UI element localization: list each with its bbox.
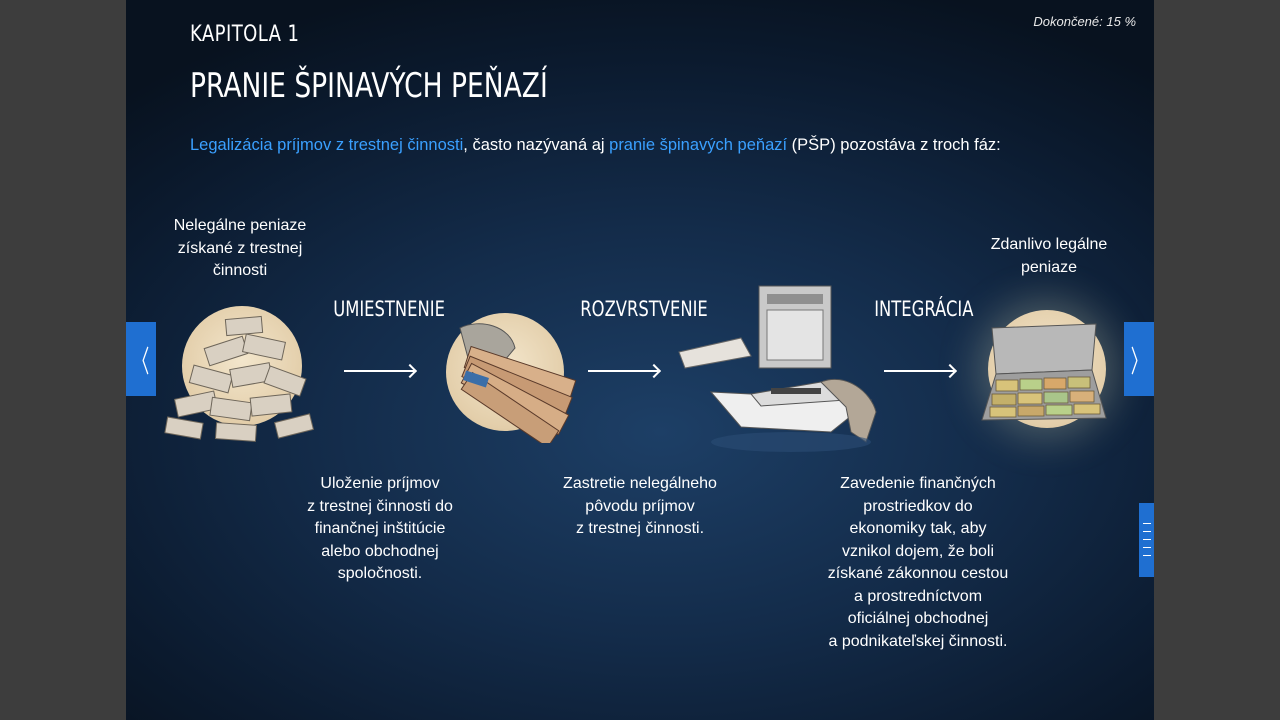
desc-line: spoločnosti. xyxy=(337,565,423,582)
end-caption: Zdanlivo legálne peniaze xyxy=(964,234,1134,279)
desc-line: pôvodu príjmov xyxy=(585,497,695,515)
phase-label-placement: UMIESTNENIE xyxy=(333,297,445,321)
phase-label-layering: ROZVRSTVENIE xyxy=(580,297,708,321)
page-title: PRANIE ŠPINAVÝCH PEŇAZÍ xyxy=(190,66,548,106)
money-briefcase-icon xyxy=(981,323,1107,421)
desc-line: z trestnej činnosti do xyxy=(307,497,453,515)
desc-line: ekonomiky tak, aby xyxy=(849,520,987,537)
left-gutter xyxy=(0,0,126,720)
desc-line: z trestnej činnosti. xyxy=(575,520,705,537)
caption-line: činnosti xyxy=(212,262,268,279)
chapter-label: KAPITOLA 1 xyxy=(190,22,300,47)
desc-line: prostriedkov do xyxy=(863,497,973,515)
phase-desc-placement: Uloženie príjmov z trestnej činnosti do … xyxy=(280,473,480,586)
intro-text: Legalizácia príjmov z trestnej činnosti,… xyxy=(190,136,1001,155)
phase-label-integration: INTEGRÁCIA xyxy=(874,297,974,321)
desc-line: oficiálnej obchodnej xyxy=(847,610,989,627)
chevron-left-icon: 〈 xyxy=(132,345,150,380)
caption-line: peniaze xyxy=(1020,258,1078,276)
arrow-right-icon xyxy=(344,370,414,372)
hand-with-money-icon xyxy=(459,323,577,443)
desc-line: a prostredníctvom xyxy=(853,587,983,605)
arrow-right-icon xyxy=(884,370,954,372)
previous-slide-button[interactable]: 〈 xyxy=(126,322,156,396)
caption-line: Nelegálne peniaze xyxy=(173,217,307,234)
start-caption: Nelegálne peniaze získané z trestnej čin… xyxy=(150,215,330,283)
desc-line: a podnikateľskej činnosti. xyxy=(828,632,1008,650)
right-gutter xyxy=(1154,0,1280,720)
yacht-and-safe-icon xyxy=(678,285,877,452)
chevron-right-icon: 〉 xyxy=(1130,345,1148,380)
caption-line: Zdanlivo legálne xyxy=(990,236,1108,253)
desc-line: alebo obchodnej xyxy=(321,542,439,560)
slide-stage: Dokončené: 15 % KAPITOLA 1 PRANIE ŠPINAV… xyxy=(126,0,1154,720)
desc-line: finančnej inštitúcie xyxy=(314,520,446,537)
arrow-right-icon xyxy=(588,370,658,372)
desc-line: Zastretie nelegálneho xyxy=(563,475,717,492)
progress-indicator: Dokončené: 15 % xyxy=(1033,14,1136,29)
term-money-laundering[interactable]: pranie špinavých peňazí xyxy=(609,136,788,154)
desc-line: získané zákonnou cestou xyxy=(827,565,1009,582)
desc-line: Uloženie príjmov xyxy=(320,475,440,492)
caption-line: získané z trestnej xyxy=(177,239,303,257)
intro-part-2: (PŠP) pozostáva z troch fáz: xyxy=(787,136,1001,154)
phase-desc-integration: Zavedenie finančných prostriedkov do eko… xyxy=(798,473,1038,653)
money-pile-icon xyxy=(164,315,315,442)
desc-line: Zavedenie finančných xyxy=(840,475,996,492)
next-slide-button[interactable]: 〉 xyxy=(1124,322,1154,396)
term-legalization[interactable]: Legalizácia príjmov z trestnej činnosti xyxy=(190,136,464,154)
menu-lines-icon[interactable] xyxy=(1139,503,1154,577)
intro-part-1: , často nazývaná aj xyxy=(463,136,610,154)
phase-desc-layering: Zastretie nelegálneho pôvodu príjmov z t… xyxy=(530,473,750,541)
desc-line: vznikol dojem, že boli xyxy=(841,542,995,560)
